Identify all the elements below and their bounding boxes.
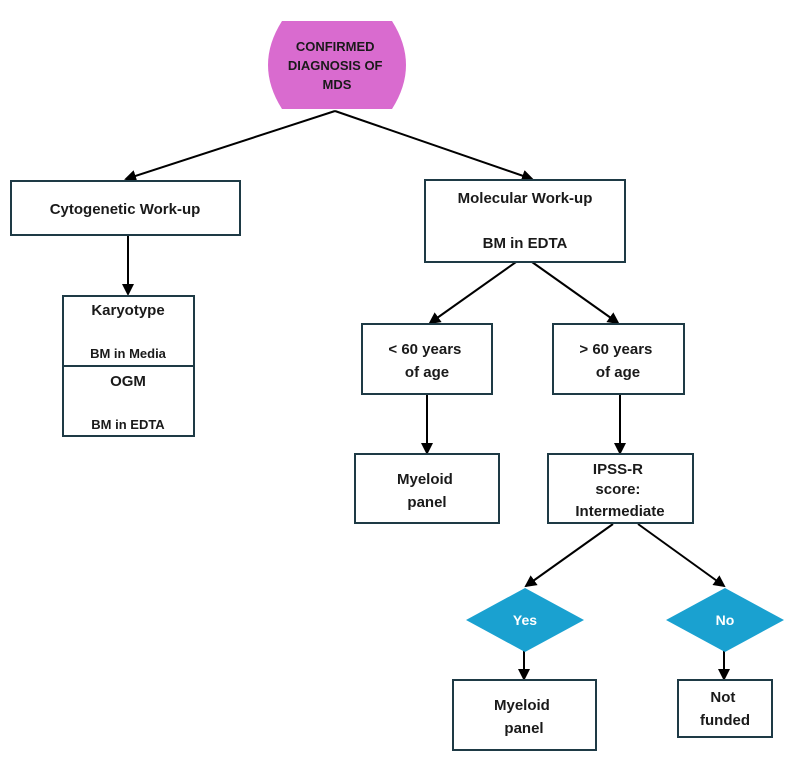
- decision-yes: Yes: [466, 588, 584, 652]
- cytogenetic-workup-label: Cytogenetic Work-up: [50, 201, 201, 218]
- edge-molecular-to-under60: [428, 261, 517, 325]
- molecular-workup-sample: BM in EDTA: [483, 235, 568, 252]
- ogm-sample: BM in EDTA: [91, 417, 165, 432]
- svg-text:Not funded: Not funded: [700, 689, 750, 729]
- under-60-line-2: of age: [405, 364, 449, 381]
- svg-text:Myeloid panel: Myeloid panel: [494, 697, 554, 737]
- start-node-line-2: DIAGNOSIS OF: [288, 58, 383, 73]
- myeloid-panel-right-line-2: panel: [504, 720, 543, 737]
- over-60-line-1: > 60 years: [579, 341, 652, 358]
- ipss-r-node: IPSS-R score: Intermediate: [547, 453, 694, 524]
- under-60-node: < 60 years of age: [361, 323, 493, 395]
- svg-text:< 60 years of age: < 60 years of age: [388, 341, 465, 381]
- decision-no-shape: [666, 588, 784, 652]
- svg-text:Myeloid panel: Myeloid panel: [397, 471, 457, 511]
- svg-text:IPSS-R score: Inte: IPSS-R score: Intermediate: [575, 461, 664, 520]
- not-funded-node: Not funded: [677, 679, 773, 738]
- ipss-r-line-3: Intermediate: [575, 503, 664, 520]
- over-60-line-2: of age: [596, 364, 640, 381]
- myeloid-panel-left-node: Myeloid panel: [354, 453, 500, 524]
- not-funded-line-1: Not: [710, 689, 735, 706]
- decision-no-label: No: [716, 612, 735, 628]
- ipss-r-line-1: IPSS-R: [593, 461, 643, 478]
- edge-start-to-molecular: [334, 110, 534, 182]
- cytogenetic-workup-node: Cytogenetic Work-up: [10, 180, 241, 236]
- myeloid-panel-right-node: Myeloid panel: [452, 679, 597, 751]
- ipss-r-line-2: score:: [595, 481, 640, 498]
- under-60-line-1: < 60 years: [388, 341, 461, 358]
- molecular-workup-node: Molecular Work-up BM in EDTA: [424, 179, 626, 263]
- myeloid-panel-right-line-1: Myeloid: [494, 697, 550, 714]
- decision-no: No: [666, 588, 784, 652]
- over-60-node: > 60 years of age: [552, 323, 685, 395]
- edge-start-to-cytogenetic: [124, 110, 336, 182]
- karyotype-ogm-node: Karyotype BM in Media OGM BM in EDTA: [62, 295, 195, 437]
- edge-ipss-to-yes: [524, 523, 614, 588]
- decision-yes-shape: [466, 588, 584, 652]
- start-node-shape: [268, 21, 406, 109]
- edge-molecular-to-over60: [531, 261, 620, 325]
- ogm-title: OGM: [110, 373, 146, 390]
- myeloid-panel-left-line-1: Myeloid: [397, 471, 453, 488]
- karyotype-title: Karyotype: [91, 302, 164, 319]
- karyotype-sample: BM in Media: [90, 346, 167, 361]
- decision-yes-label: Yes: [513, 612, 537, 628]
- svg-text:CONFIRMED DIAGNOSIS OF: CONFIRMED DIAGNOSIS OF MDS: [288, 39, 386, 92]
- not-funded-line-2: funded: [700, 712, 750, 729]
- svg-text:> 60 years of age: > 60 years of age: [579, 341, 656, 381]
- edges: [122, 110, 730, 681]
- molecular-workup-title: Molecular Work-up: [458, 190, 593, 207]
- start-node-line-1: CONFIRMED: [296, 39, 375, 54]
- myeloid-panel-left-line-2: panel: [407, 494, 446, 511]
- start-node: CONFIRMED DIAGNOSIS OF MDS: [268, 21, 406, 109]
- edge-ipss-to-no: [637, 523, 726, 588]
- start-node-line-3: MDS: [323, 77, 352, 92]
